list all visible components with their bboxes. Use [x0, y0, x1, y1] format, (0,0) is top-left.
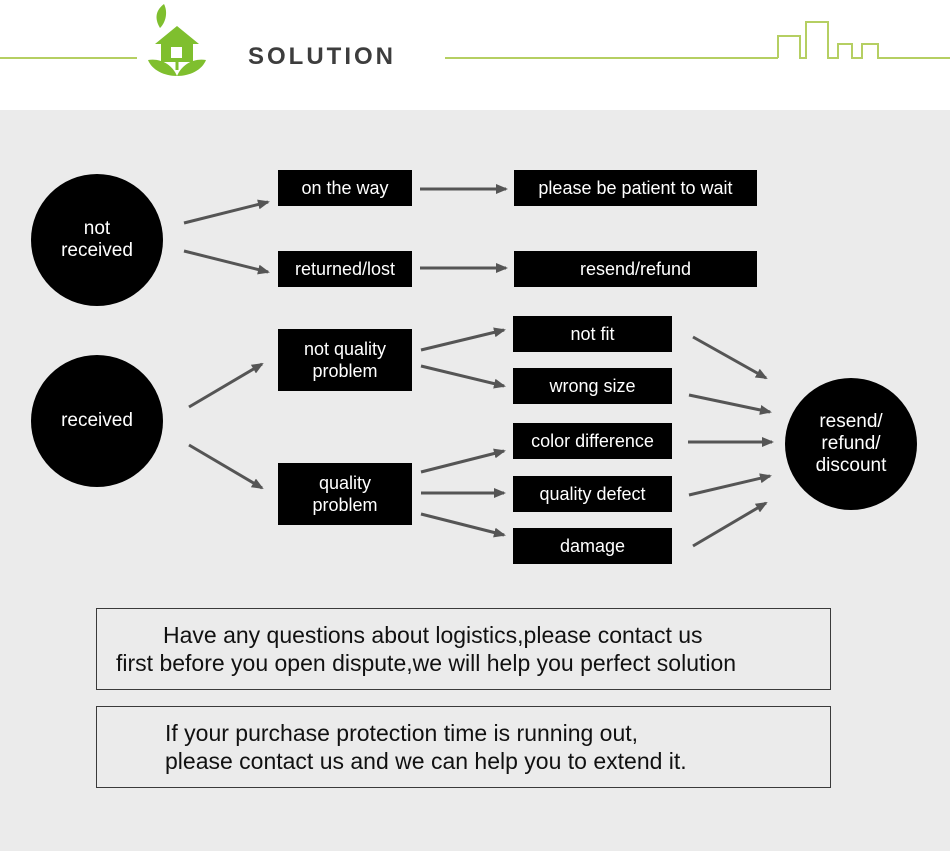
not-fit-box: not fit	[513, 316, 672, 352]
arrow-received-quality	[188, 443, 264, 490]
logistics-notice-line2: first before you open dispute,we will he…	[116, 650, 737, 676]
wrong-size-box: wrong size	[513, 368, 672, 404]
arrow-defect-resolution	[688, 473, 772, 497]
arrow-damage-resolution	[692, 501, 768, 548]
arrow-not-fit-resolution	[692, 335, 768, 380]
arrow-quality-color	[420, 448, 506, 474]
logistics-notice: Have any questions about logistics,pleas…	[96, 608, 831, 690]
diagram-panel: not received received resend/ refund/ di…	[0, 110, 950, 851]
arrow-not-received-returned	[183, 249, 270, 275]
arrow-received-not-quality	[188, 362, 264, 409]
quality-problem-box: quality problem	[278, 463, 412, 525]
resolution-node: resend/ refund/ discount	[785, 378, 917, 510]
arrow-wrong-size-resolution	[688, 393, 772, 415]
not-quality-problem-box: not quality problem	[278, 329, 412, 391]
header-decoration	[0, 4, 950, 76]
on-the-way-box: on the way	[278, 170, 412, 206]
color-difference-box: color difference	[513, 423, 672, 459]
arrow-not-quality-not-fit	[420, 327, 506, 352]
returned-lost-box: returned/lost	[278, 251, 412, 287]
damage-box: damage	[513, 528, 672, 564]
quality-defect-box: quality defect	[513, 476, 672, 512]
arrow-not-received-on-way	[183, 199, 270, 225]
not-received-node: not received	[31, 174, 163, 306]
received-node: received	[31, 355, 163, 487]
arrow-quality-damage	[420, 512, 506, 538]
header: SOLUTION	[0, 0, 950, 110]
please-wait-box: please be patient to wait	[514, 170, 757, 206]
resend-refund-box: resend/refund	[514, 251, 757, 287]
protection-notice-line1: If your purchase protection time is runn…	[165, 720, 639, 746]
page-title: SOLUTION	[248, 43, 396, 70]
arrow-not-quality-wrong-size	[420, 364, 506, 389]
house-leaf-icon	[148, 4, 206, 76]
logistics-notice-line1: Have any questions about logistics,pleas…	[163, 622, 703, 648]
flow-arrows	[183, 184, 774, 548]
protection-notice: If your purchase protection time is runn…	[96, 706, 831, 788]
protection-notice-line2: please contact us and we can help you to…	[165, 748, 687, 774]
skyline-icon	[777, 21, 950, 59]
